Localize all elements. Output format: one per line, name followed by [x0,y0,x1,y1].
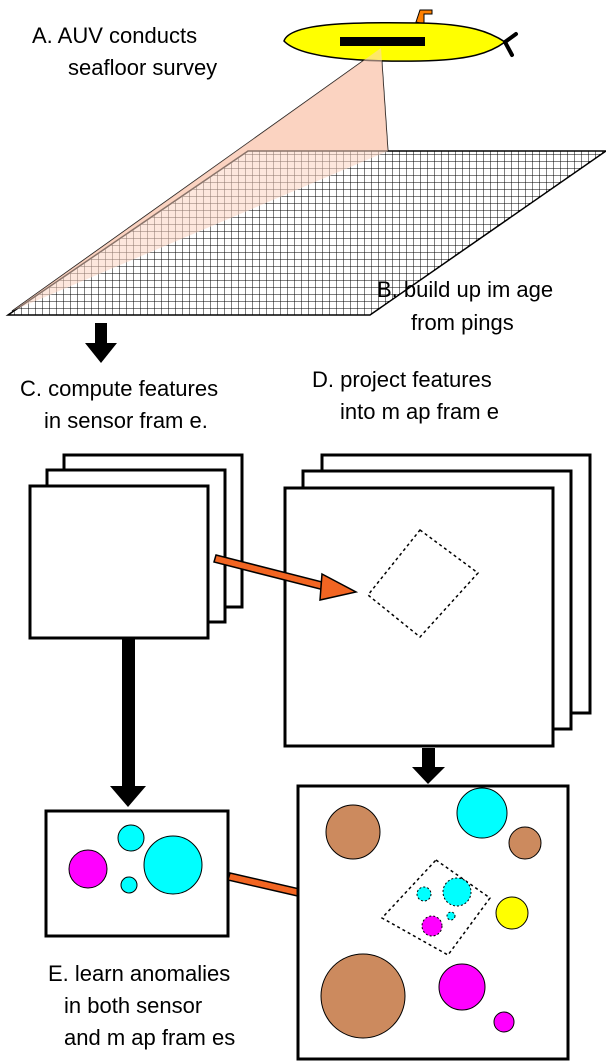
label-d-line2: into m ap fram e [340,399,499,424]
anomaly-magenta [68,849,108,889]
auv-stripe [340,37,425,46]
label-c-line2: in sensor fram e. [44,408,208,433]
label-e-line3: and m ap fram es [64,1025,235,1050]
projected-footprint [366,528,480,639]
arrow-b-to-c [85,323,117,363]
auv-propeller [503,32,518,57]
label-b-line2: from pings [411,310,514,335]
anomaly-yellow [495,896,529,930]
anomaly-magenta-small [493,1011,515,1033]
sensor-frame-stack [28,453,244,640]
anomaly-cyan-large [143,835,203,895]
label-d-line1: D. project features [312,367,492,392]
arrow-c-to-e [110,638,146,807]
label-a-line1: A. AUV conducts [32,23,197,48]
anomaly-cyan [456,787,508,839]
anomaly-cyan-small [117,824,145,852]
map-frame-stack [283,453,592,748]
anomaly-magenta [438,963,486,1011]
beam-footprint [12,48,388,311]
map-frame-front [283,486,555,748]
anomaly-brown [325,804,381,860]
anomaly-cyan-tiny [120,876,138,894]
anomaly-cyan-small [416,886,432,902]
anomaly-cyan-tiny [446,911,456,921]
label-e-line1: E. learn anomalies [48,961,230,986]
sensor-anomaly-frame [44,809,230,938]
label-b-line1: B. build up im age [377,277,553,302]
projected-footprint [380,859,492,956]
auv-vehicle [283,9,518,62]
label-a-line2: seafloor survey [68,55,217,80]
auv-fin [415,9,433,25]
anomaly-brown [508,826,542,860]
anomaly-magenta [421,915,443,937]
sensor-frame-front [28,484,210,640]
map-anomaly-frame [296,784,570,1061]
anomaly-brown-large [320,953,406,1039]
label-c-line1: C. compute features [20,376,218,401]
arrow-sensor-to-map [213,554,359,601]
arrow-d-to-e [412,748,445,784]
label-e-line2: in both sensor [64,993,202,1018]
anomaly-cyan-large [442,877,472,907]
